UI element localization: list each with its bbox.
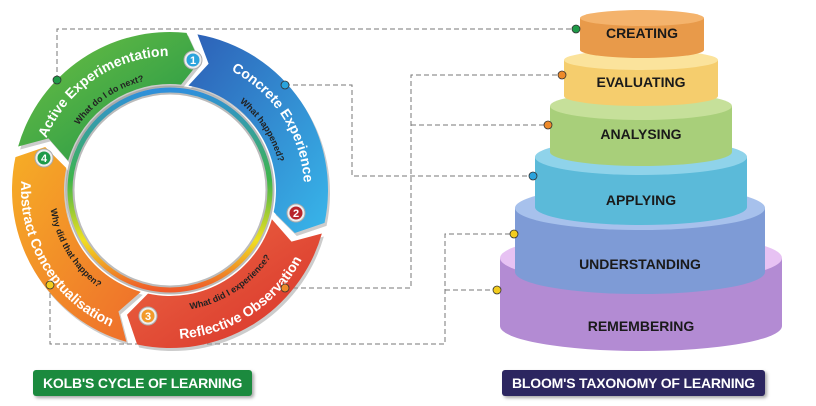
connector-dot	[557, 70, 567, 80]
inner-ring	[67, 87, 273, 293]
connector-dot	[571, 24, 581, 34]
connector-dot	[543, 120, 553, 130]
stage-number: 2	[293, 208, 299, 220]
tier-side	[535, 157, 747, 225]
connector-dot	[509, 229, 519, 239]
kolb-stage-arrow	[11, 147, 141, 342]
connector-dot	[45, 280, 55, 290]
connector-dot	[52, 75, 62, 85]
tier-side	[550, 106, 732, 166]
connector-lines	[49, 28, 576, 345]
tier-label: UNDERSTANDING	[579, 256, 701, 272]
connector-dot	[528, 171, 538, 181]
kolb-stage-arrow	[18, 32, 200, 161]
dashed-connector	[285, 84, 533, 177]
kolb-stage-arrow	[188, 34, 328, 233]
bloom-taxonomy-title: BLOOM'S TAXONOMY OF LEARNING	[502, 370, 765, 396]
kolb-number-badges: 1 2 3 4	[34, 50, 306, 326]
tier-label: REMEMBERING	[588, 318, 695, 334]
connector-dot	[280, 283, 290, 293]
tier-side	[564, 60, 718, 106]
kolb-cycle-title: KOLB'S CYCLE OF LEARNING	[33, 370, 253, 396]
dashed-connector	[285, 74, 562, 289]
bloom-level-creating: CREATING	[580, 10, 704, 58]
dashed-connector	[56, 28, 576, 80]
tier-label: EVALUATING	[597, 74, 686, 90]
connector-dot	[492, 285, 502, 295]
kolb-stage-arrow	[127, 219, 322, 348]
bloom-pyramid: REMEMBERING UNDERSTANDING APPLYING ANALYSIN…	[500, 10, 782, 351]
stage-number: 1	[190, 55, 196, 67]
tier-label: ANALYSING	[600, 126, 681, 142]
tier-label: APPLYING	[606, 192, 676, 208]
connector-dots	[45, 24, 581, 295]
tier-side	[515, 208, 765, 294]
stage-number: 3	[145, 311, 151, 323]
dashed-connector	[49, 233, 514, 345]
stage-number: 4	[41, 153, 48, 165]
tier-label: CREATING	[606, 25, 678, 41]
bloom-level-analysing: ANALYSING	[550, 92, 732, 166]
tier-side	[580, 18, 704, 58]
tier-top	[580, 10, 704, 26]
connector-dot	[280, 80, 290, 90]
bloom-level-evaluating: EVALUATING	[564, 50, 718, 106]
